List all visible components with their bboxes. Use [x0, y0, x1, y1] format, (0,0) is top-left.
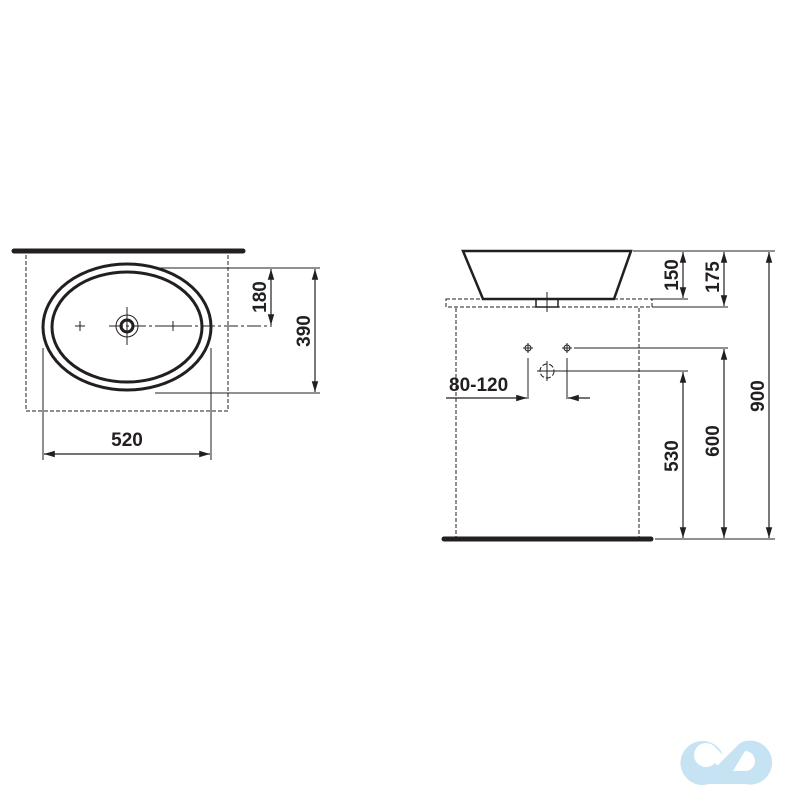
- top-view: 180 390 520: [11, 248, 320, 460]
- dim-label-390: 390: [294, 315, 315, 347]
- dim-label-180: 180: [250, 281, 271, 313]
- dim-label-80-120: 80-120: [449, 375, 508, 396]
- side-view: 80-120 150 175 900 600 530: [441, 249, 775, 542]
- dim-label-520: 520: [111, 430, 143, 451]
- countertop-side: [445, 298, 653, 308]
- dim-label-900: 900: [748, 380, 769, 412]
- basin-bowl-side: [461, 249, 633, 301]
- supply-marks: [523, 343, 572, 381]
- dim-label-150: 150: [662, 259, 683, 291]
- dim-label-530: 530: [662, 440, 683, 472]
- mark-cross-right: [168, 321, 178, 331]
- basin-outer-rim: [41, 262, 213, 392]
- infinity-cd-logo-icon: [680, 740, 773, 786]
- dim-label-175: 175: [703, 261, 724, 293]
- dim-label-600: 600: [703, 425, 724, 457]
- mark-cross-left: [75, 321, 85, 331]
- basin-inner-rim: [50, 270, 204, 384]
